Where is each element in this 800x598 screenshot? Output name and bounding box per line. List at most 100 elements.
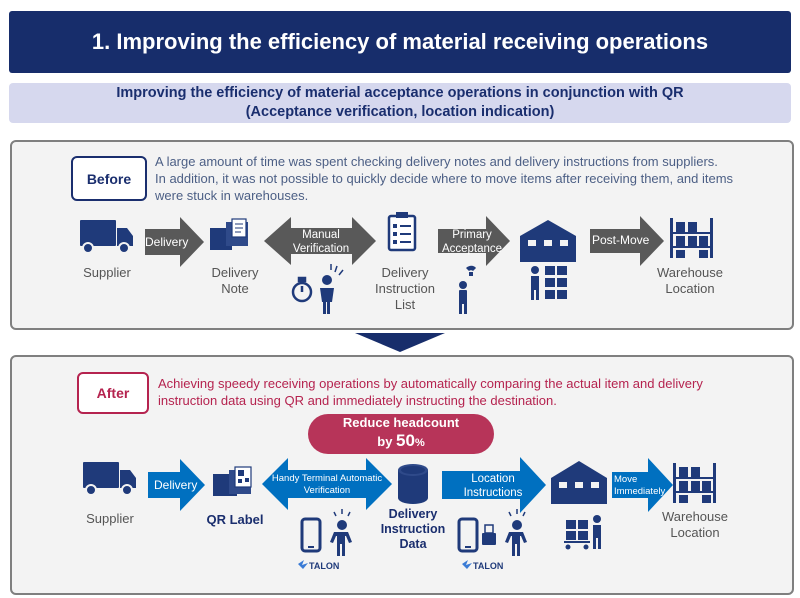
delivery-note-label: Delivery Note [200,265,270,297]
move-immediately-label: Move Immediately [614,474,674,498]
post-move-text: Post-Move [592,233,650,247]
manual-verification-label: Manual Verification [290,228,352,256]
instruction-list-line-3: List [394,297,416,312]
after-delivery-label: Delivery [154,478,214,492]
before-supplier-label: Supplier [72,265,142,281]
talon-brand-right-text: TALON [473,561,504,571]
database-icon [398,464,428,504]
instruction-data-line-2: Instruction [380,522,446,536]
instruction-data-line-1: Delivery [388,507,438,521]
headcount-value: 50 [396,431,415,450]
location-instructions-label: Location Instructions [445,472,541,500]
shelving-icon [670,218,713,258]
qr-label-caption: QR Label [195,512,275,527]
move-immediately-line-2: Immediately [614,486,666,497]
boxes-icon [210,218,248,250]
worker-crates-icon [531,266,567,300]
headcount-badge: Reduce headcount by 50% [308,414,494,454]
after-desc-line-2: instruction data using QR and immediatel… [158,393,557,408]
before-warehouse-label: Warehouse Location [650,265,730,297]
handy-scanner-icon [482,524,496,545]
delivery-note-line-2: Note [221,281,249,296]
before-description: A large amount of time was spent checkin… [155,153,785,204]
worried-person-icon [320,264,344,314]
delivery-arrow [145,217,204,267]
after-warehouse-line-2: Location [670,525,720,540]
manual-verification-line-2: Verification [292,243,350,255]
page-title-text: 1. Improving the efficiency of material … [91,29,709,54]
before-delivery-label: Delivery [145,235,205,249]
primary-acceptance-line-1: Primary [452,229,492,241]
delivery-note-line-1: Delivery [211,265,259,280]
person-icon [330,509,352,556]
warehouse-icon [520,220,576,262]
before-desc-line-2: In addition, it was not possible to quic… [155,171,734,186]
before-tag-label: Before [86,170,132,187]
smartphone-icon [300,517,322,553]
after-warehouse-line-1: Warehouse [662,509,728,524]
instruction-list-line-2: Instruction [375,281,435,296]
location-instructions-line-1: Location [471,473,515,485]
post-move-arrow [590,216,664,266]
qr-label-icon [213,466,252,496]
talon-logo-right-icon [462,560,472,569]
headcount-prefix: by [377,434,397,449]
after-tag-label: After [96,385,130,401]
handy-terminal-line-1: Handy Terminal Automatic [271,473,383,484]
scanner-person-icon [459,265,476,314]
headcount-unit: % [414,437,425,449]
before-supplier-text: Supplier [83,265,131,280]
clipboard-icon [387,212,417,252]
talon-brand-left-text: TALON [309,561,340,571]
truck-icon [80,220,133,254]
cart-worker-icon [564,515,601,550]
instruction-list-label: Delivery Instruction List [370,265,440,313]
subtitle-banner: Improving the efficiency of material acc… [9,83,791,123]
after-description: Achieving speedy receiving operations by… [158,375,783,409]
manual-verification-line-1: Manual [302,229,340,241]
after-supplier-text: Supplier [86,511,134,526]
primary-acceptance-label: Primary Acceptance [436,228,508,256]
right-person-icon [505,509,527,556]
primary-acceptance-line-2: Acceptance [441,243,503,255]
move-immediately-line-1: Move [614,474,638,485]
qr-label-text: QR Label [206,512,264,527]
handy-terminal-arrow [262,458,392,510]
manual-verification-arrow [264,217,376,265]
post-move-label: Post-Move [592,233,658,247]
location-instructions-line-2: Instructions [463,487,523,499]
location-instructions-arrow [442,457,546,513]
after-desc-line-1: Achieving speedy receiving operations by… [158,376,703,391]
instruction-data-line-3: Data [399,537,427,551]
after-warehouse-label: Warehouse Location [655,509,735,541]
move-immediately-arrow [612,458,673,512]
after-truck-icon [83,462,136,496]
after-shelving-icon [673,463,716,503]
instruction-list-line-1: Delivery [381,265,429,280]
talon-logo-left-icon [298,560,308,569]
handy-terminal-label: Handy Terminal Automatic Verification [264,473,390,497]
before-delivery-text: Delivery [145,235,189,249]
before-tag: Before [71,156,147,201]
subtitle-line-1: Improving the efficiency of material acc… [116,85,684,101]
subtitle-line-2: (Acceptance verification, location indic… [245,104,555,120]
instruction-data-label: Delivery Instruction Data [373,507,453,552]
headcount-line-1: Reduce headcount [342,415,460,430]
talon-brand-right: TALON [473,561,503,571]
right-smartphone-icon [457,517,479,553]
before-desc-line-3: were stuck in warehouses. [155,188,309,203]
talon-brand-left: TALON [309,561,339,571]
transition-chevron-icon [355,333,445,352]
page-title: 1. Improving the efficiency of material … [9,11,791,73]
headcount-line-2: by 50% [308,431,494,453]
stopwatch-icon [291,276,313,303]
before-warehouse-line-1: Warehouse [657,265,723,280]
after-supplier-label: Supplier [75,511,145,527]
primary-acceptance-arrow [438,216,510,266]
before-warehouse-line-2: Location [665,281,715,296]
after-delivery-text: Delivery [154,478,198,492]
after-warehouse-icon [551,461,607,504]
handy-terminal-line-2: Verification [303,485,351,496]
